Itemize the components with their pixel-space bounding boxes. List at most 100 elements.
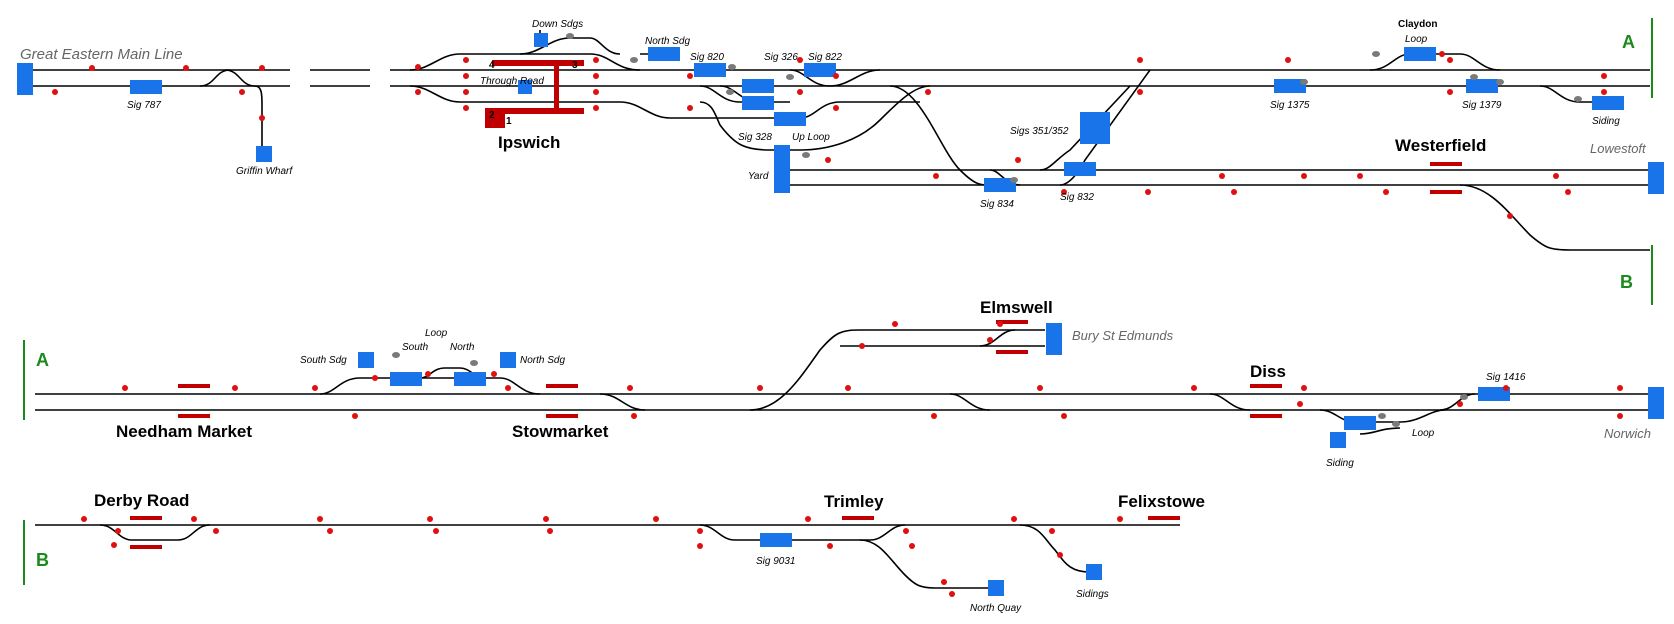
up-loop-label: Up Loop <box>792 132 830 143</box>
sig-1375-label: Sig 1375 <box>1270 100 1310 111</box>
north-quay-block[interactable] <box>988 580 1004 596</box>
diss-label: Diss <box>1250 362 1286 381</box>
sig-9031-block[interactable] <box>760 533 792 547</box>
platform-2-number: 2 <box>489 110 495 121</box>
south-label: South <box>402 342 429 353</box>
sig-1375-block[interactable] <box>1274 79 1306 93</box>
norwich-label: Norwich <box>1604 426 1651 441</box>
westerfield-platform-up <box>1430 190 1462 194</box>
sig-832-block[interactable] <box>1064 162 1096 176</box>
sig-328-label: Sig 328 <box>738 132 772 143</box>
platform-4-number: 4 <box>489 60 495 71</box>
bury-label: Bury St Edmunds <box>1072 328 1174 343</box>
diss-siding-block[interactable] <box>1330 432 1346 448</box>
sig-326-label: Sig 326 <box>764 52 798 63</box>
sig-820-label: Sig 820 <box>690 52 724 63</box>
platform-1[interactable] <box>492 108 584 114</box>
north-quay-label: North Quay <box>970 603 1022 614</box>
claydon-loop-block[interactable] <box>1404 47 1436 61</box>
sig-787-label: Sig 787 <box>127 100 161 111</box>
ipswich-label: Ipswich <box>498 133 560 152</box>
panel-a-points <box>566 33 1582 183</box>
panel-b-labels: A Needham Market South Sdg Loop South No… <box>36 298 1651 469</box>
panel-c-platforms <box>130 516 1180 549</box>
sig-326-block[interactable] <box>742 79 774 93</box>
lowestoft-label: Lowestoft <box>1590 141 1647 156</box>
diss-siding-label: Siding <box>1326 458 1354 469</box>
sig-9031-label: Sig 9031 <box>756 556 795 567</box>
north-sdg-block[interactable] <box>648 47 680 61</box>
felixstowe-label: Felixstowe <box>1118 492 1205 511</box>
bury-block[interactable] <box>1046 323 1062 355</box>
through-road-label: Through Road <box>480 76 544 87</box>
elmswell-label: Elmswell <box>980 298 1053 317</box>
panel-c-labels: B Derby Road Trimley Felixstowe Sig 9031… <box>36 491 1205 614</box>
up-loop-block[interactable] <box>774 112 806 126</box>
platform-3-number: 3 <box>572 60 578 71</box>
south-sdg-label: South Sdg <box>300 355 347 366</box>
sig-822-label: Sig 822 <box>808 52 842 63</box>
panel-b-tracks <box>35 329 1650 435</box>
down-sdgs-label: Down Sdgs <box>532 19 583 30</box>
panel-c-tracks <box>35 524 1180 589</box>
section-b-marker-top: B <box>1620 272 1633 292</box>
south-loop-block[interactable] <box>390 372 422 386</box>
north-sdg-block[interactable] <box>500 352 516 368</box>
stowmarket-label: Stowmarket <box>512 422 609 441</box>
trimley-label: Trimley <box>824 492 884 511</box>
sig-834-label: Sig 834 <box>980 199 1014 210</box>
sidings-label: Sidings <box>1076 589 1109 600</box>
platform-2-block[interactable] <box>485 108 505 128</box>
norwich-block[interactable] <box>1648 387 1664 419</box>
platform-4[interactable] <box>492 60 584 66</box>
sig-1379-block[interactable] <box>1466 79 1498 93</box>
through-road-block[interactable] <box>518 80 532 94</box>
derby-road-label: Derby Road <box>94 491 189 510</box>
westerfield-label: Westerfield <box>1395 136 1486 155</box>
sig-1379-label: Sig 1379 <box>1462 100 1502 111</box>
sig-328-block[interactable] <box>742 96 774 110</box>
north-sdg-label: North Sdg <box>645 36 690 47</box>
sig-834-block[interactable] <box>984 178 1016 192</box>
panel-a-blocks <box>17 33 1664 194</box>
platform-bridge <box>554 66 559 108</box>
diss-loop-label: Loop <box>1412 428 1435 439</box>
north-label: North <box>450 342 475 353</box>
needham-market-label: Needham Market <box>116 422 252 441</box>
great-eastern-block[interactable] <box>17 63 33 95</box>
ipswich-platforms <box>485 60 1462 194</box>
sig-1416-block[interactable] <box>1478 387 1510 401</box>
loop-label: Loop <box>425 328 448 339</box>
sig-832-label: Sig 832 <box>1060 192 1094 203</box>
siding-block[interactable] <box>1592 96 1624 110</box>
sigs-351-352-block[interactable] <box>1080 112 1110 144</box>
sig-822-block[interactable] <box>804 63 836 77</box>
panel-b-platforms <box>178 320 1282 418</box>
panel-b-signals <box>122 321 1623 419</box>
panel-a-labels: Great Eastern Main Line Sig 787 Griffin … <box>20 19 1647 292</box>
north-sdg-label-b: North Sdg <box>520 355 565 366</box>
panel-a-signals <box>52 51 1607 219</box>
platform-1-number: 1 <box>506 116 512 127</box>
panel-b-points <box>392 352 1468 427</box>
diss-loop-block[interactable] <box>1344 416 1376 430</box>
sidings-block[interactable] <box>1086 564 1102 580</box>
great-eastern-label: Great Eastern Main Line <box>20 46 183 63</box>
yard-block[interactable] <box>774 145 790 193</box>
griffin-wharf-block[interactable] <box>256 146 272 162</box>
section-a-marker: A <box>36 350 49 370</box>
sig-787-block[interactable] <box>130 80 162 94</box>
sig-820-block[interactable] <box>694 63 726 77</box>
yard-label: Yard <box>748 171 769 182</box>
lowestoft-block[interactable] <box>1648 162 1664 194</box>
claydon-loop-label: Loop <box>1405 34 1428 45</box>
sig-1416-label: Sig 1416 <box>1486 372 1526 383</box>
down-sdgs-block[interactable] <box>534 33 548 47</box>
griffin-wharf-label: Griffin Wharf <box>236 166 293 177</box>
north-loop-block[interactable] <box>454 372 486 386</box>
sigs-351-352-label: Sigs 351/352 <box>1010 126 1069 137</box>
siding-label: Siding <box>1592 116 1620 127</box>
westerfield-platform-down <box>1430 162 1462 166</box>
south-sdg-block[interactable] <box>358 352 374 368</box>
